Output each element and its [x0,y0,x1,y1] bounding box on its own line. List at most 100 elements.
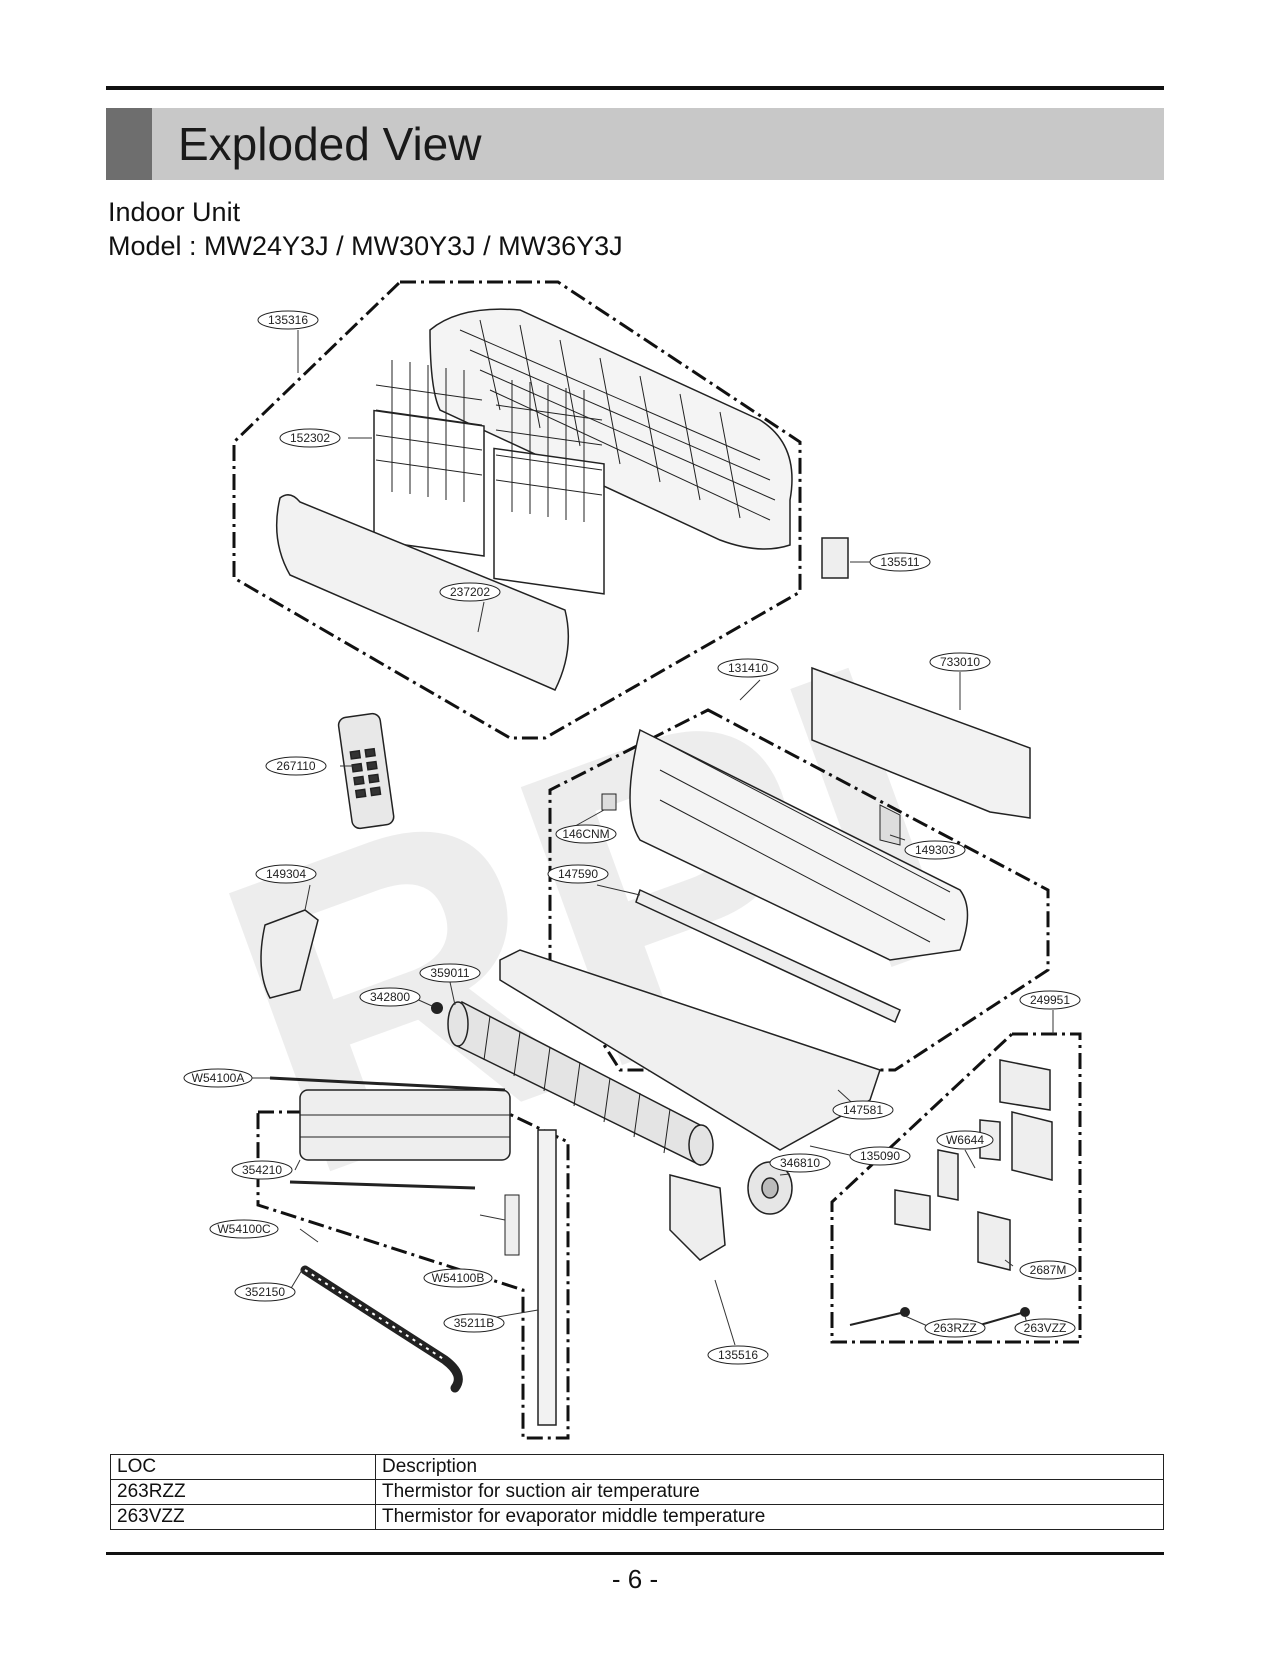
pipe-guide-part [260,909,319,999]
page-number: - 6 - [611,1564,659,1594]
part-label-131410: 131410 [717,658,779,678]
model-line: Model : MW24Y3J / MW30Y3J / MW36Y3J [108,231,623,261]
installation-plate-part [811,666,1031,819]
part-code-text: 352150 [245,1285,285,1299]
part-code-text: 733010 [940,655,980,669]
evaporator-side-plate [537,1129,557,1426]
part-label-354210: 354210 [231,1160,293,1180]
part-code-text: 146CNM [562,827,609,841]
motor-holder-part [669,1174,726,1261]
table-header-description: Description [375,1454,1164,1480]
table-header-loc: LOC [110,1454,376,1480]
evaporator-rod-a [269,1076,506,1092]
table-row: 263RZZ Thermistor for suction air temper… [110,1479,1164,1505]
part-label-359011: 359011 [419,963,481,983]
connector-part [601,793,617,811]
parts-description-table: LOC Description 263RZZ Thermistor for su… [110,1454,1164,1530]
title-accent-block [106,108,152,180]
part-code-text: 147581 [843,1103,883,1117]
evaporator-rod-c [289,1180,476,1190]
part-code-text: 135516 [718,1348,758,1362]
part-label-w6644: W6644 [936,1130,994,1150]
part-label-135316: 135316 [257,310,319,330]
part-code-text: 249951 [1030,993,1070,1007]
part-label-135516: 135516 [707,1345,769,1365]
top-rule [106,86,1164,90]
part-label-w54100b: W54100B [423,1268,493,1288]
part-label-352150: 352150 [234,1282,296,1302]
drain-hose-part [300,1265,463,1393]
part-code-text: 135090 [860,1149,900,1163]
table-row: 263VZZ Thermistor for evaporator middle … [110,1504,1164,1530]
part-code-text: W54100A [192,1071,245,1085]
part-code-text: 237202 [450,585,490,599]
part-code-text: 2687M [1030,1263,1067,1277]
table-header-row: LOC Description [110,1454,1164,1480]
part-label-152302: 152302 [279,428,341,448]
electrical-group-outline [830,1032,1082,1344]
part-label-146cnm: 146CNM [555,824,617,844]
part-code-text: 149304 [266,867,306,881]
table-cell-loc: 263RZZ [110,1479,376,1505]
part-code-text: 354210 [242,1163,282,1177]
bearing-part [431,1002,443,1014]
part-code-text: W6644 [946,1133,984,1147]
display-cover-part [821,537,849,579]
part-code-text: 35211B [454,1316,494,1330]
part-code-text: 263RZZ [933,1321,976,1335]
chassis-part [629,728,969,961]
section-title-bar: Exploded View [106,108,1164,180]
part-label-249951: 249951 [1019,990,1081,1010]
part-code-text: W54100B [432,1271,485,1285]
front-panel-group-outline [232,280,802,740]
part-code-text: 346810 [780,1156,820,1170]
cross-flow-fan-part [447,1000,714,1167]
part-code-text: 152302 [290,431,330,445]
bottom-rule [106,1552,1164,1555]
table-cell-description: Thermistor for evaporator middle tempera… [375,1504,1164,1530]
part-code-text: 267110 [276,759,315,773]
part-code-text: 135511 [880,555,919,569]
part-label-149303: 149303 [904,840,966,860]
part-code-text: 263VZZ [1024,1321,1067,1335]
part-label-263vzz: 263VZZ [1014,1318,1076,1338]
part-label-147590: 147590 [547,864,609,884]
part-label-346810: 346810 [769,1153,831,1173]
part-code-text: 131410 [728,661,768,675]
part-label-147581: 147581 [832,1100,894,1120]
part-label-267110: 267110 [265,756,327,776]
table-cell-loc: 263VZZ [110,1504,376,1530]
part-label-135511: 135511 [869,552,931,572]
page-title: Exploded View [178,118,482,170]
part-code-text: 359011 [430,966,469,980]
part-label-w54100a: W54100A [183,1068,253,1088]
part-code-text: 135316 [268,313,308,327]
part-code-text: W54100C [217,1222,271,1236]
part-label-layer: 135316 152302 237202 135511 131410 733010 2671… [183,310,1081,1365]
part-label-733010: 733010 [929,652,991,672]
evaporator-group-outline [256,1110,570,1440]
part-label-237202: 237202 [439,582,501,602]
part-label-2687m: 2687M [1019,1260,1077,1280]
front-panel-part [275,494,570,691]
table-cell-description: Thermistor for suction air temperature [375,1479,1164,1505]
part-label-263rzz: 263RZZ [924,1318,986,1338]
part-code-text: 342800 [370,990,410,1004]
air-filter-part [373,360,605,595]
evaporator-part [299,1089,511,1161]
remote-control-part [337,712,395,830]
unit-subtitle: Indoor Unit [108,197,241,227]
front-grille-part [429,308,793,550]
louver-part [635,888,901,1024]
bracket-part [879,804,901,846]
part-label-35211b: 35211B [443,1313,505,1333]
evaporator-side-b [504,1194,520,1256]
exploded-view-diagram: RPI [170,280,1082,1440]
part-code-text: 149303 [915,843,955,857]
drain-pan-part [499,949,881,1151]
part-label-342800: 342800 [359,987,421,1007]
part-label-135090: 135090 [849,1146,911,1166]
thermistor-parts [849,1307,1030,1326]
part-label-149304: 149304 [255,864,317,884]
part-code-text: 147590 [558,867,598,881]
